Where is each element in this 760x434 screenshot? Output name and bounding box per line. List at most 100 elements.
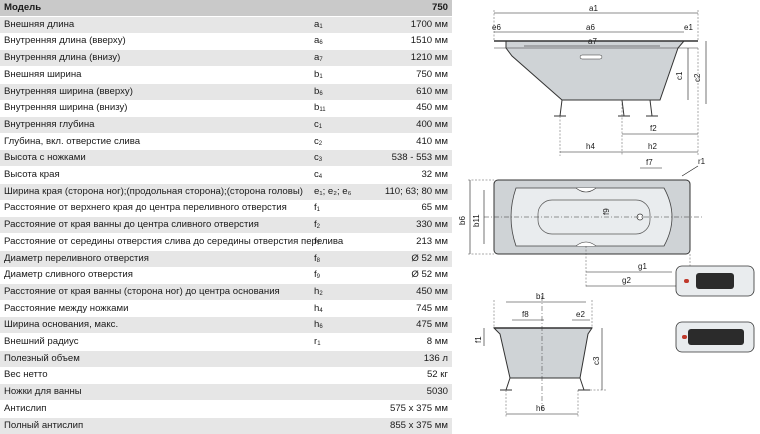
table-row: Ширина края (сторона ног);(продольная ст… — [0, 183, 452, 200]
table-row: Расстояние от края ванны до центра сливн… — [0, 217, 452, 235]
row-symbol: c3 — [314, 150, 322, 168]
label-b11: b11 — [472, 214, 481, 227]
row-symbol: b6 — [314, 84, 323, 102]
row-symbol: f2 — [314, 217, 320, 235]
label-c3: c3 — [592, 356, 601, 365]
row-symbol: f1 — [314, 200, 320, 218]
row-symbol: c1 — [314, 117, 322, 135]
row-symbol-index: 7 — [316, 240, 321, 247]
row-value: 450 мм — [416, 285, 448, 297]
top-view: b6 b11 f7 r1 f9 g1 g2 — [458, 157, 706, 288]
table-row: Внутренняя глубина c1 400 мм — [0, 116, 452, 135]
row-symbol: r1 — [314, 334, 321, 352]
label-g1: g1 — [638, 262, 647, 271]
row-name: Внешняя ширина — [4, 68, 82, 80]
row-value: 575 x 375 мм — [390, 402, 448, 414]
row-symbol-letter: e₁; e₂; e₆ — [314, 185, 352, 197]
row-name: Антислип — [4, 402, 47, 414]
row-symbol-letter: f — [314, 202, 317, 214]
row-symbol-index: 1 — [319, 73, 323, 80]
label-a6: a6 — [586, 23, 595, 32]
row-symbol-letter: b — [314, 85, 320, 97]
row-symbol-index: 7 — [319, 57, 323, 64]
side-view: a1 e6 a6 e1 a7 c1 c2 f2 h4 h2 — [492, 4, 707, 156]
row-symbol-letter: c — [314, 152, 319, 164]
row-value: 750 мм — [416, 68, 448, 80]
row-symbol: f7 — [314, 234, 320, 252]
row-name: Ширина основания, макс. — [4, 319, 119, 331]
row-name: Диаметр переливного отверстия — [4, 252, 149, 264]
row-name: Расстояние от верхнего края до центра пе… — [4, 202, 287, 214]
row-symbol-index: 1 — [318, 123, 323, 130]
row-symbol-letter: f — [314, 219, 317, 231]
row-name: Высота с ножками — [4, 152, 86, 164]
row-name: Ширина края (сторона ног);(продольная ст… — [4, 185, 303, 197]
row-symbol-index: 6 — [319, 90, 323, 97]
table-header: Модель 750 — [0, 0, 452, 16]
row-symbol-letter: b — [314, 68, 320, 80]
row-name: Расстояние от середины отверстия слива д… — [4, 235, 344, 247]
row-symbol-index: 9 — [316, 274, 321, 281]
row-name: Полный антислип — [4, 419, 84, 431]
row-symbol: b11 — [314, 100, 326, 118]
row-value: 410 мм — [416, 135, 448, 147]
row-value: 1210 мм — [410, 52, 448, 64]
row-name: Ножки для ванны — [4, 386, 82, 398]
row-symbol: b1 — [314, 67, 323, 85]
row-symbol-index: 1 — [317, 341, 321, 347]
row-name: Диаметр сливного отверстия — [4, 269, 133, 281]
table-row: Высота с ножками c3 538 - 553 мм — [0, 150, 452, 168]
row-value: 475 мм — [416, 319, 448, 331]
label-e1: e1 — [684, 23, 693, 32]
row-value: 538 - 553 мм — [391, 152, 448, 164]
row-symbol: a6 — [314, 33, 323, 51]
row-symbol-letter: a — [314, 18, 320, 30]
row-symbol: a1 — [314, 17, 323, 35]
row-name: Внутренняя длина (внизу) — [4, 52, 121, 64]
row-name: Внутренняя ширина (внизу) — [4, 102, 128, 114]
label-b6: b6 — [458, 216, 467, 225]
label-h6: h6 — [536, 404, 545, 413]
header-value: 750 — [431, 2, 448, 13]
row-name: Внутренняя глубина — [4, 118, 95, 130]
row-value: 52 кг — [426, 369, 448, 381]
label-g2: g2 — [622, 276, 631, 285]
row-symbol: h4 — [314, 301, 323, 319]
row-symbol-letter: h — [314, 319, 320, 331]
row-value: 1510 мм — [410, 35, 448, 47]
row-value: Ø 52 мм — [411, 269, 448, 281]
label-b1: b1 — [536, 292, 545, 301]
row-symbol-letter: c — [314, 118, 319, 130]
row-name: Глубина, вкл. отверстие слива — [4, 135, 141, 147]
row-symbol-letter: c — [314, 135, 319, 147]
header-name: Модель — [4, 2, 42, 13]
row-name: Внешняя длина — [4, 18, 75, 30]
row-symbol: e₁; e₂; e₆ — [314, 184, 352, 200]
row-name: Полезный объем — [4, 352, 80, 364]
row-value: 610 мм — [416, 85, 448, 97]
row-symbol-letter: r — [314, 336, 318, 347]
row-symbol: c4 — [314, 167, 322, 185]
row-value: 8 мм — [426, 336, 448, 347]
row-value: 745 мм — [416, 302, 448, 314]
full-antislip-thumbnail — [675, 321, 755, 353]
row-symbol-index: 4 — [318, 174, 323, 180]
row-value: 400 мм — [416, 118, 448, 130]
row-symbol-letter: f — [314, 235, 317, 247]
row-symbol-letter: h — [314, 285, 320, 297]
row-symbol-index: 2 — [316, 224, 321, 231]
row-symbol-index: 8 — [316, 257, 321, 264]
row-value: 110; 63; 80 мм — [384, 185, 448, 197]
